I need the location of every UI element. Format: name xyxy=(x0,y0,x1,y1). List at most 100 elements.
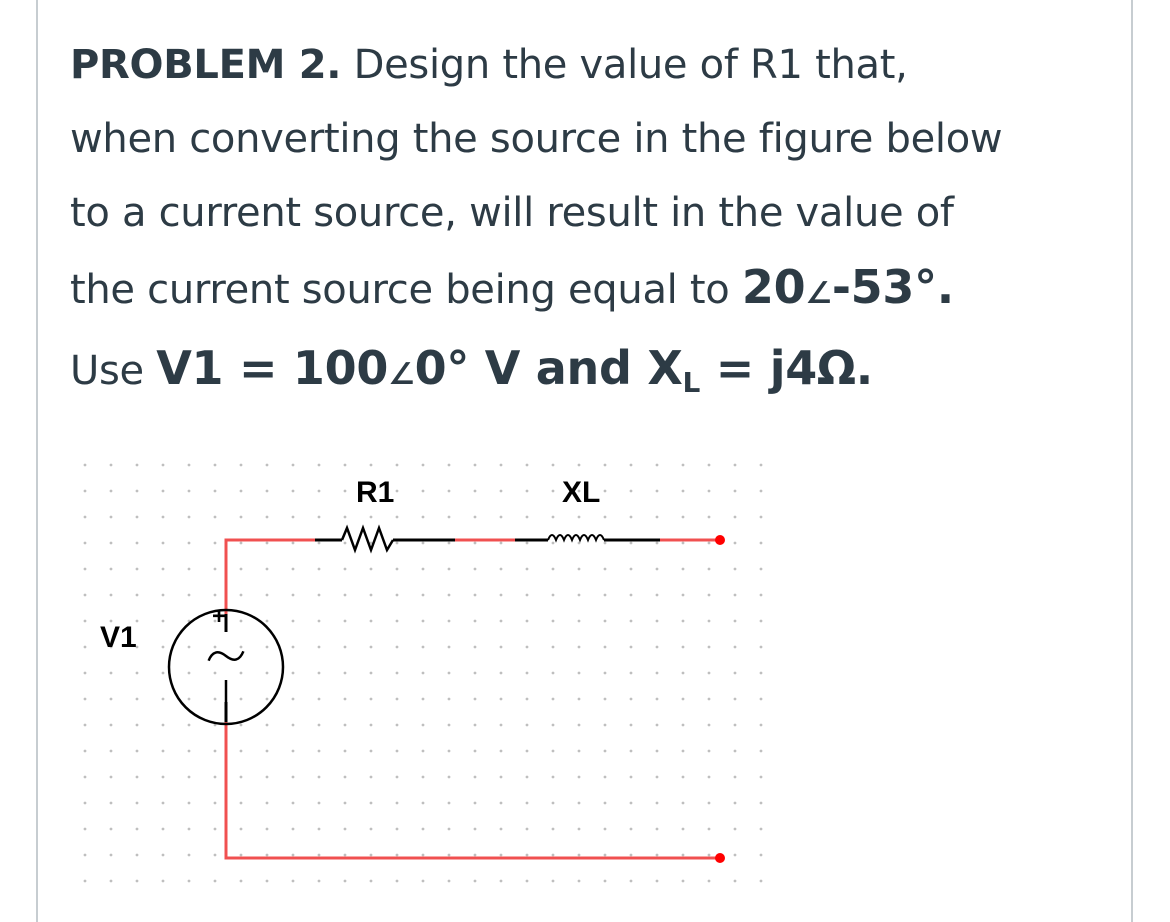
grid-dot xyxy=(603,489,607,493)
grid-dot xyxy=(187,723,191,727)
grid-dot xyxy=(187,775,191,779)
grid-dot xyxy=(161,515,165,519)
grid-dot xyxy=(447,853,451,857)
grid-dot xyxy=(343,775,347,779)
grid-dot xyxy=(239,645,243,649)
grid-dot xyxy=(343,853,347,857)
grid-dot xyxy=(733,723,737,727)
grid-dot xyxy=(733,463,737,467)
r1-label: R1 xyxy=(356,476,394,509)
grid-dot xyxy=(525,723,529,727)
grid-dot xyxy=(239,879,243,883)
grid-dot xyxy=(317,749,321,753)
grid-dot xyxy=(473,463,477,467)
grid-dot xyxy=(161,749,165,753)
grid-dot xyxy=(629,801,633,805)
grid-dot xyxy=(135,775,139,779)
grid-dot xyxy=(317,645,321,649)
grid-dot xyxy=(421,775,425,779)
grid-dot xyxy=(343,879,347,883)
grid-dot xyxy=(83,593,87,597)
grid-dot xyxy=(655,723,659,727)
grid-dot xyxy=(655,593,659,597)
grid-dot xyxy=(655,827,659,831)
grid-dot xyxy=(421,515,425,519)
grid-dot xyxy=(291,593,295,597)
grid-dot xyxy=(629,775,633,779)
grid-dot xyxy=(395,801,399,805)
grid-dot xyxy=(499,489,503,493)
grid-dot xyxy=(421,853,425,857)
grid-dot xyxy=(239,619,243,623)
grid-dot xyxy=(759,801,763,805)
grid-dot xyxy=(239,827,243,831)
grid-dot xyxy=(109,489,113,493)
grid-dot xyxy=(369,671,373,675)
grid-dot xyxy=(343,827,347,831)
problem-line-4: the current source being equal to 20∠-53… xyxy=(70,260,954,314)
grid-dot xyxy=(707,515,711,519)
grid-dot xyxy=(733,749,737,753)
grid-dot xyxy=(499,723,503,727)
grid-dot xyxy=(473,593,477,597)
grid-dot xyxy=(291,567,295,571)
grid-dot xyxy=(577,801,581,805)
grid-dot xyxy=(525,619,529,623)
grid-dot xyxy=(421,697,425,701)
grid-dot xyxy=(681,879,685,883)
terminal-top xyxy=(715,535,725,545)
grid-dot xyxy=(135,463,139,467)
grid-dot xyxy=(265,879,269,883)
grid-dot xyxy=(447,593,451,597)
grid-dot xyxy=(187,541,191,545)
grid-dot xyxy=(187,463,191,467)
grid-dot xyxy=(629,671,633,675)
angle-symbol: ∠ xyxy=(805,276,832,311)
grid-dot xyxy=(109,541,113,545)
grid-dot xyxy=(681,671,685,675)
grid-dot xyxy=(603,645,607,649)
grid-dot xyxy=(213,619,217,623)
grid-dot xyxy=(655,801,659,805)
grid-dot xyxy=(733,853,737,857)
grid-dot xyxy=(551,645,555,649)
grid-dot xyxy=(759,463,763,467)
grid-dot xyxy=(395,567,399,571)
grid-dot xyxy=(525,541,529,545)
grid-dot xyxy=(291,463,295,467)
grid-dot xyxy=(161,645,165,649)
grid-dot xyxy=(395,515,399,519)
grid-dot xyxy=(681,541,685,545)
grid-dot xyxy=(525,489,529,493)
grid-dot xyxy=(681,645,685,649)
grid-dot xyxy=(473,801,477,805)
wires xyxy=(224,538,720,860)
grid-dot xyxy=(265,697,269,701)
grid-dot xyxy=(603,827,607,831)
grid-dot xyxy=(655,749,659,753)
grid-dot xyxy=(603,879,607,883)
grid-dot xyxy=(343,671,347,675)
grid-dot xyxy=(629,593,633,597)
grid-dot xyxy=(525,671,529,675)
grid-dot xyxy=(733,567,737,571)
dot-grid xyxy=(83,463,763,883)
grid-dot xyxy=(135,853,139,857)
grid-dot xyxy=(603,697,607,701)
grid-dot xyxy=(135,723,139,727)
grid-dot xyxy=(213,541,217,545)
grid-dot xyxy=(421,619,425,623)
grid-dot xyxy=(265,671,269,675)
grid-dot xyxy=(421,723,425,727)
grid-dot xyxy=(109,697,113,701)
grid-dot xyxy=(577,463,581,467)
v1-phase: 0° V and X xyxy=(414,341,683,395)
grid-dot xyxy=(447,619,451,623)
xl-value: = j4Ω. xyxy=(700,341,873,395)
grid-dot xyxy=(161,567,165,571)
grid-dot xyxy=(421,463,425,467)
grid-dot xyxy=(525,879,529,883)
grid-dot xyxy=(317,515,321,519)
grid-dot xyxy=(577,775,581,779)
grid-dot xyxy=(759,697,763,701)
